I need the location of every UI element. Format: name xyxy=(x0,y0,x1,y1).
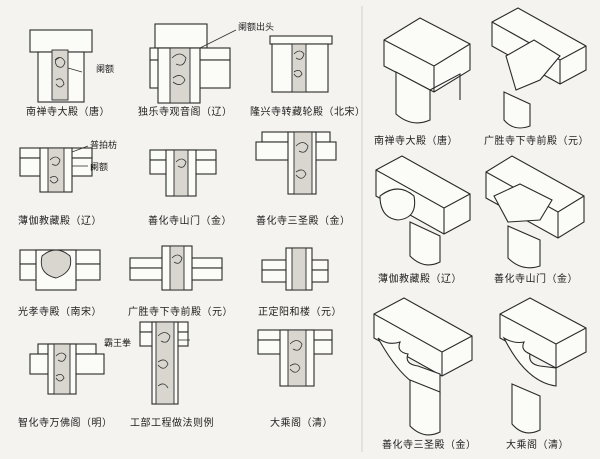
caption-right-4: 善化寺山门（金） xyxy=(494,274,578,285)
detail-dacheng-left xyxy=(257,329,333,387)
caption-left-9: 正定阳和楼（元） xyxy=(258,307,342,318)
caption-left-7: 光孝寺殿（南宋） xyxy=(18,307,102,318)
caption-right-1: 南禅寺大殿（唐） xyxy=(374,136,458,147)
iso-shanhua-hall xyxy=(373,297,473,436)
caption-left-12: 大乘阁（清） xyxy=(270,418,333,429)
detail-gongbu-left xyxy=(139,321,190,405)
caption-right-3: 薄伽教藏殿（辽） xyxy=(378,274,462,285)
caption-left-6: 善化寺三圣殿（金） xyxy=(256,216,351,227)
detail-yanghe-left xyxy=(261,247,329,291)
iso-bojia xyxy=(375,155,471,266)
caption-left-1: 南禅寺大殿（唐） xyxy=(26,107,110,118)
caption-right-5: 善化寺三圣殿（金） xyxy=(382,440,477,451)
caption-left-2: 独乐寺观音阁（辽） xyxy=(138,107,233,118)
note-ba-wang-quan: 霸王拳 xyxy=(104,339,132,349)
detail-shanhua-hall-left xyxy=(255,131,337,195)
caption-left-5: 善化寺山门（金） xyxy=(148,216,232,227)
caption-left-10: 智化寺万佛阁（明） xyxy=(18,418,113,429)
note-lan-e-chutou: 阑额出头 xyxy=(238,23,275,33)
iso-dacheng xyxy=(499,297,587,434)
caption-right-2: 广胜寺下寺前殿（元） xyxy=(484,136,589,147)
detail-dule-left xyxy=(149,23,237,104)
note-lan-e: 阑额 xyxy=(96,65,115,75)
detail-bojia-left xyxy=(19,145,93,193)
detail-longxing-left xyxy=(269,35,333,93)
caption-left-3: 隆兴寺转藏轮殿（北宋） xyxy=(250,107,366,118)
iso-guangsheng xyxy=(491,7,587,129)
caption-left-8: 广胜寺下寺前殿（元） xyxy=(128,307,233,318)
iso-shanhua-gate xyxy=(485,155,585,269)
detail-guangxiao-left xyxy=(19,249,101,291)
iso-nanchan xyxy=(383,17,471,124)
note-pu-pai-fang: 普拍枋 xyxy=(90,141,118,151)
note-lan-e-2: 阑额 xyxy=(90,163,109,173)
caption-right-6: 大乘阁（清） xyxy=(506,440,569,451)
detail-shanhua-gate-left xyxy=(149,149,217,197)
caption-left-11: 工部工程做法则例 xyxy=(130,418,214,429)
detail-zhihua-left xyxy=(29,343,105,395)
detail-guangsheng-left xyxy=(129,245,223,291)
detail-nanchan-left xyxy=(29,29,93,103)
caption-left-4: 薄伽教藏殿（辽） xyxy=(18,216,102,227)
